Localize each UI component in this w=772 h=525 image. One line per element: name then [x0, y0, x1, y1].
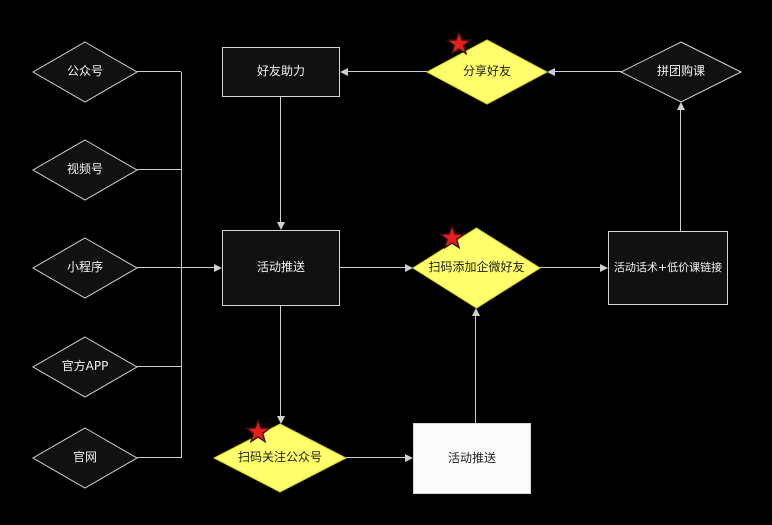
arrowhead-into-script-link — [600, 264, 608, 272]
node-share-with-friends[interactable]: 分享好友 — [427, 40, 547, 104]
node-activity-push-bottom[interactable]: 活动推送 — [413, 423, 531, 494]
arrowhead-into-friend-assist — [340, 68, 348, 76]
node-label: 分享好友 — [462, 64, 511, 79]
arrowhead-into-share-friends — [547, 68, 555, 76]
arrowhead-into-activity-push — [214, 264, 222, 272]
node-mini-program[interactable]: 小程序 — [33, 238, 137, 298]
node-official-website[interactable]: 官网 — [33, 428, 137, 488]
arrowhead-into-scan-add-wecom — [405, 264, 413, 272]
diamond-shape — [33, 140, 137, 200]
node-label: 公众号 — [66, 64, 103, 79]
edge-video-channel-to-trunk — [137, 169, 181, 170]
node-scan-add-wecom-friend[interactable]: 扫码添加企微好友 — [413, 228, 540, 308]
edge-sources-trunk — [181, 72, 182, 458]
diamond-shape — [621, 42, 741, 102]
node-label: 活动推送 — [447, 450, 496, 465]
edge-scan-follow-to-activity-push-bottom — [346, 457, 405, 458]
node-group-buy-course[interactable]: 拼团购课 — [621, 42, 741, 102]
node-label: 扫码添加企微好友 — [428, 260, 525, 275]
edge-wechat-official-to-trunk — [137, 71, 181, 72]
node-label: 活动话术+低价课链接 — [613, 260, 723, 274]
edge-official-website-to-trunk — [137, 457, 181, 458]
edge-official-app-to-trunk — [137, 366, 181, 367]
diamond-shape — [214, 424, 346, 492]
edge-share-to-friend-assist — [348, 71, 427, 72]
arrowhead-into-group-buy — [677, 102, 685, 110]
node-scan-follow-official-account[interactable]: 扫码关注公众号 — [214, 424, 346, 492]
node-label: 好友助力 — [256, 64, 305, 79]
node-official-app[interactable]: 官方APP — [33, 337, 137, 397]
edge-activity-push-to-scan-follow — [280, 306, 281, 416]
node-label: 官方APP — [61, 359, 109, 374]
arrowhead-into-activity-push-top — [277, 222, 285, 230]
node-video-channel[interactable]: 视频号 — [33, 140, 137, 200]
diamond-shape — [33, 42, 137, 102]
edge-trunk-to-activity-push — [181, 267, 214, 268]
edge-script-link-to-group-buy — [680, 110, 681, 231]
node-label: 小程序 — [66, 260, 103, 275]
node-label: 活动推送 — [256, 260, 305, 275]
diamond-shape — [33, 337, 137, 397]
node-activity-script-low-price-link[interactable]: 活动话术+低价课链接 — [608, 231, 728, 305]
diamond-shape — [427, 40, 547, 104]
node-label: 官网 — [72, 450, 97, 465]
edge-group-buy-to-share — [555, 71, 621, 72]
arrowhead-into-scan-add-wecom-bottom — [472, 308, 480, 316]
red-star-icon — [245, 419, 271, 444]
arrowhead-into-scan-follow — [277, 416, 285, 424]
node-label: 视频号 — [66, 162, 103, 177]
red-star-icon — [439, 225, 465, 250]
edge-friend-assist-to-activity-push — [280, 97, 281, 222]
node-friend-assist[interactable]: 好友助力 — [222, 47, 340, 97]
diamond-shape — [33, 238, 137, 298]
red-star-icon — [446, 31, 472, 56]
edge-activity-push-to-scan-add-wecom — [340, 267, 405, 268]
edge-mini-program-to-trunk — [137, 267, 181, 268]
node-wechat-official-account[interactable]: 公众号 — [33, 42, 137, 102]
node-label: 拼团购课 — [656, 64, 705, 79]
edge-scan-add-wecom-to-script-link — [540, 267, 600, 268]
diamond-shape — [33, 428, 137, 488]
node-activity-push-main[interactable]: 活动推送 — [222, 230, 340, 306]
arrowhead-into-activity-push-bottom — [405, 454, 413, 462]
edge-activity-push-bottom-to-scan-add-wecom — [475, 316, 476, 423]
node-label: 扫码关注公众号 — [237, 450, 322, 465]
